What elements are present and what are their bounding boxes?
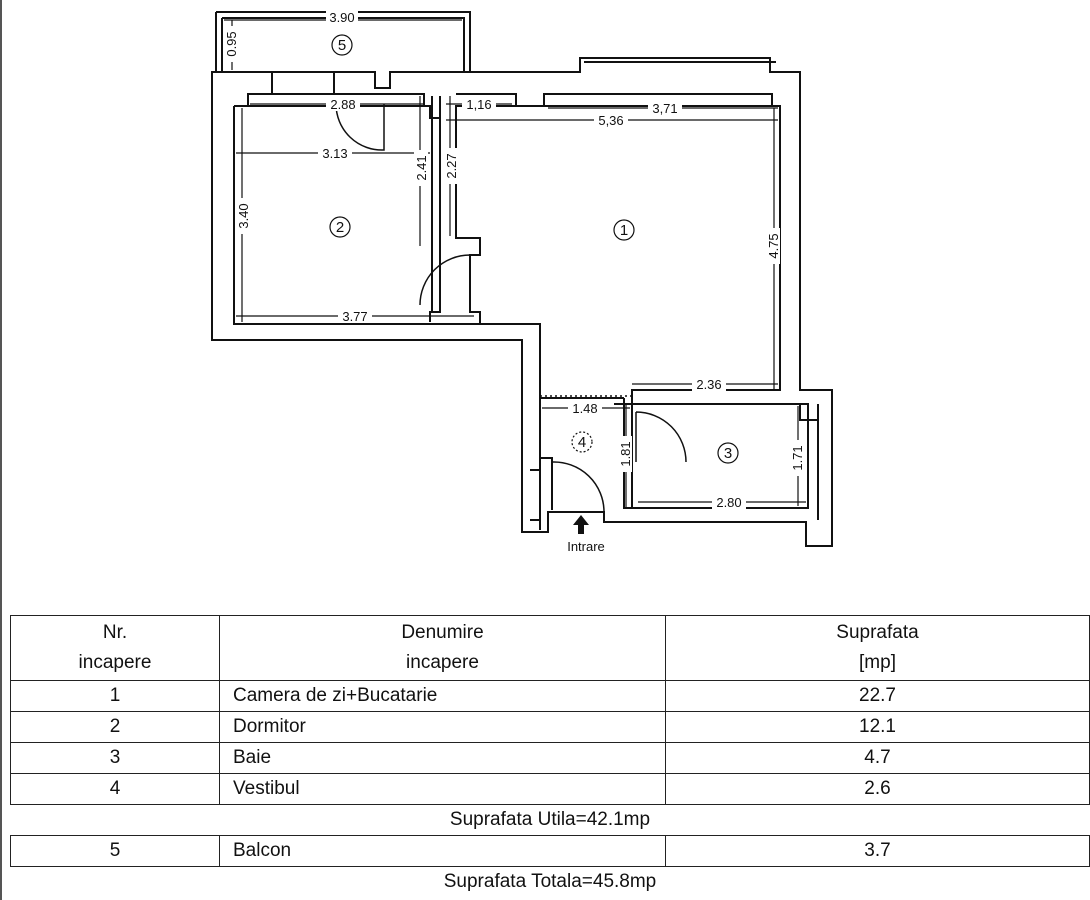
dim-living-small: 1,16 [466, 97, 491, 112]
balcony-door [335, 103, 385, 151]
dim-living-height: 4.75 [766, 233, 781, 258]
dim-hall-width: 1.48 [572, 401, 597, 416]
row-nr: 4 [10, 773, 220, 805]
balcony-nr: 5 [10, 835, 220, 867]
header-name-line1: Denumire [401, 622, 484, 643]
grand-total: Suprafata Totala=45.8mp [10, 866, 1090, 897]
row-name: Baie [219, 742, 666, 774]
bedroom-door [419, 254, 471, 306]
dim-living-width: 5,36 [598, 113, 623, 128]
entrance-door [551, 461, 605, 513]
dim-bed-inner: 2.41 [414, 155, 429, 180]
table-row: 3 Baie 4.7 [10, 742, 1090, 774]
balcony-name: Balcon [219, 835, 666, 867]
entrance-walls [530, 469, 540, 521]
header-name: Denumire incapere [219, 615, 666, 681]
table-row: 4 Vestibul 2.6 [10, 773, 1090, 805]
useful-total-row: Suprafata Utila=42.1mp [10, 804, 1090, 836]
header-area-line1: Suprafata [836, 622, 919, 643]
dim-balcony-width: 3.90 [329, 10, 354, 25]
entrance-arrow-icon [573, 515, 589, 534]
bath-outer [799, 404, 819, 520]
room-number-2: 2 [336, 219, 344, 236]
dim-bed-height: 3.40 [236, 203, 251, 228]
room-number-5: 5 [338, 37, 346, 54]
floor-plan: 3.90 0.95 2.88 3.13 3.77 3.40 2.41 2.27 … [211, 10, 833, 554]
row-name: Vestibul [219, 773, 666, 805]
hallway-walls [540, 397, 632, 509]
header-area-line2: [mp] [859, 652, 896, 673]
row-area: 12.1 [665, 711, 1090, 743]
table-row: 5 Balcon 3.7 [10, 835, 1090, 867]
table-header-row: Nr. incapere Denumire incapere Suprafata… [10, 615, 1090, 681]
living-lower-wall [480, 323, 553, 530]
header-area: Suprafata [mp] [665, 615, 1090, 681]
dim-bed-top: 2.88 [330, 97, 355, 112]
row-area: 2.6 [665, 773, 1090, 805]
row-nr: 1 [10, 680, 220, 712]
table-row: 1 Camera de zi+Bucatarie 22.7 [10, 680, 1090, 712]
row-name: Camera de zi+Bucatarie [219, 680, 666, 712]
useful-total: Suprafata Utila=42.1mp [10, 804, 1090, 836]
bedroom-divider [431, 96, 441, 312]
room-number-3: 3 [724, 445, 732, 462]
room-number-4: 4 [578, 434, 586, 451]
rooms-table: Nr. incapere Denumire incapere Suprafata… [10, 615, 1090, 897]
balcony-outline [215, 11, 471, 72]
bedroom-wall [234, 105, 441, 322]
room-number-1: 1 [620, 222, 628, 239]
room-marker-2 [329, 216, 351, 238]
page-left-border [0, 0, 2, 900]
room-marker-1 [613, 219, 635, 241]
room-marker-4 [571, 431, 593, 453]
table-row: 2 Dormitor 12.1 [10, 711, 1090, 743]
dim-bath-width: 2.80 [716, 495, 741, 510]
row-name: Dormitor [219, 711, 666, 743]
row-nr: 2 [10, 711, 220, 743]
room-marker-5 [331, 34, 353, 56]
entrance-label: Intrare [567, 539, 605, 554]
dim-balcony-depth: 0.95 [224, 31, 239, 56]
outer-wall-contour [211, 57, 833, 547]
window-top-right [456, 61, 776, 107]
header-nr-line2: incapere [78, 652, 152, 673]
dim-hall-height: 1.81 [618, 441, 633, 466]
dim-living-bottom: 2.36 [696, 377, 721, 392]
header-nr: Nr. incapere [10, 615, 220, 681]
row-area: 4.7 [665, 742, 1090, 774]
row-area: 22.7 [665, 680, 1090, 712]
room-marker-3 [717, 442, 739, 464]
dim-living-left: 2.27 [444, 153, 459, 178]
balcony-area: 3.7 [665, 835, 1090, 867]
grand-total-row: Suprafata Totala=45.8mp [10, 866, 1090, 897]
dim-bath-height: 1.71 [790, 445, 805, 470]
dim-bed-bottom: 3.77 [342, 309, 367, 324]
dim-living-window: 3,71 [652, 101, 677, 116]
row-nr: 3 [10, 742, 220, 774]
header-nr-line1: Nr. [102, 622, 128, 643]
dim-bed-mid: 3.13 [322, 146, 347, 161]
window-top-left [247, 71, 425, 107]
header-name-line2: incapere [406, 652, 479, 673]
bath-door [635, 411, 687, 463]
